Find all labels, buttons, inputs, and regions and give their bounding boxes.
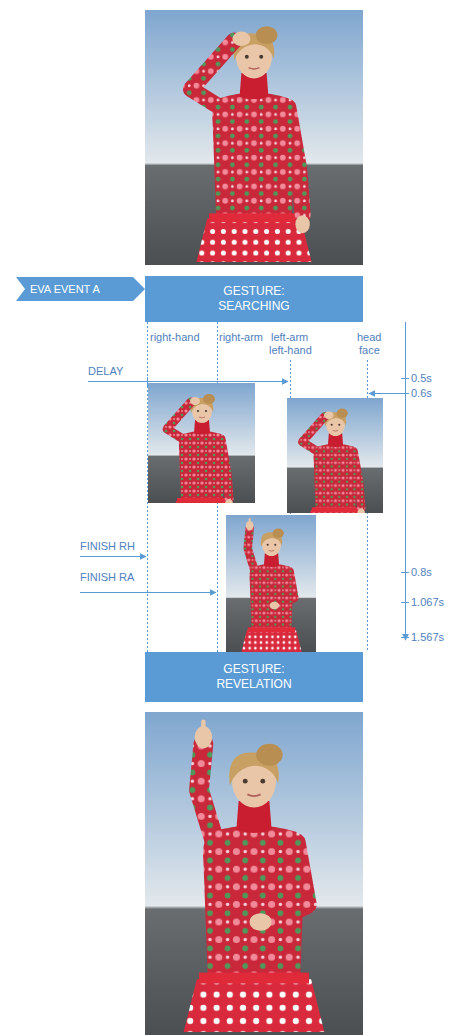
- column-label: face: [359, 344, 380, 357]
- node-text: GESTURE: SEARCHING: [199, 284, 309, 314]
- column-guides: [148, 322, 368, 652]
- time-label: 0.8s: [411, 566, 432, 579]
- finish-label: FINISH RA: [80, 571, 134, 584]
- column-label: head: [357, 331, 381, 344]
- event-arrow: EVA EVENT A: [16, 277, 145, 301]
- delay-label: DELAY: [88, 365, 123, 378]
- pose-frame: [226, 515, 316, 653]
- finish-label: FINISH RH: [80, 540, 135, 553]
- gesture-box: GESTURE: REVELATION: [145, 652, 363, 702]
- time-label: 1.067s: [411, 596, 444, 609]
- gesture-box: GESTURE: SEARCHING: [145, 276, 363, 322]
- pose-frame: [148, 383, 255, 525]
- column-label: right-hand: [150, 331, 200, 344]
- column-label: left-hand: [269, 344, 312, 357]
- node-text: EVA EVENT A: [16, 282, 100, 296]
- node-text: GESTURE: REVELATION: [199, 662, 309, 692]
- character-photo: [145, 10, 363, 265]
- pose-frame: [287, 398, 383, 533]
- column-label: left-arm: [271, 331, 308, 344]
- character-photo: [145, 712, 363, 1035]
- time-label: 0.5s: [411, 372, 432, 385]
- timeline: [401, 322, 409, 640]
- time-label: 1.567s: [411, 631, 444, 644]
- time-label: 0.6s: [411, 387, 432, 400]
- column-label: right-arm: [219, 331, 263, 344]
- arrow-fill: [16, 277, 145, 301]
